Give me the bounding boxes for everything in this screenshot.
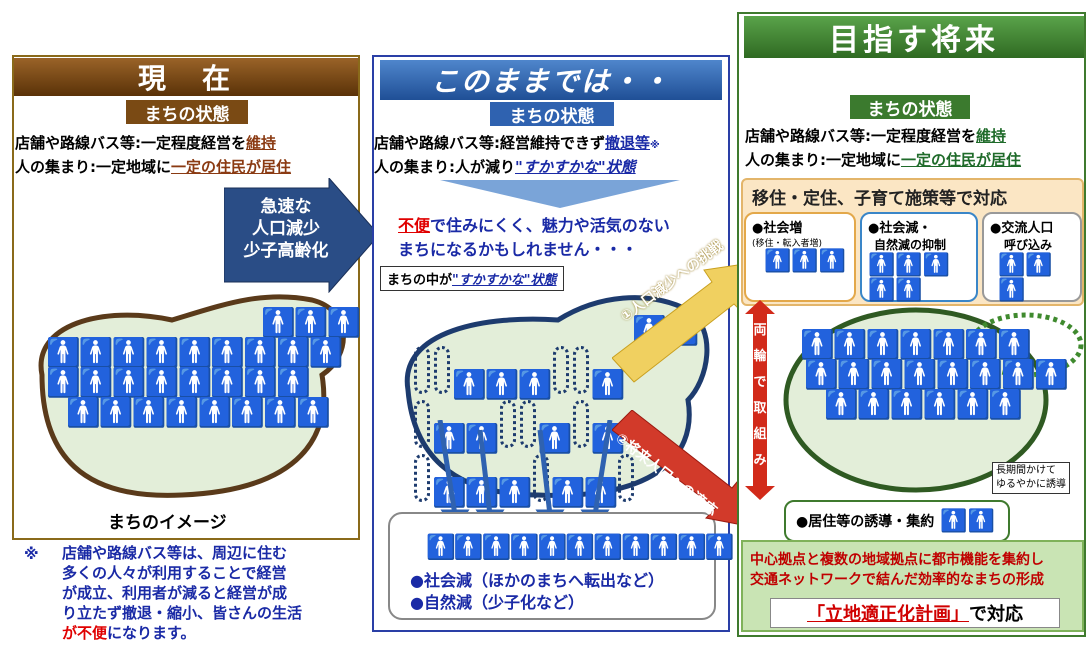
departing-people: 🚹🚹🚹🚹🚹🚹🚹🚹🚹🚹🚹 [426, 533, 735, 561]
long-term-line2: ゆるやかに誘導 [996, 479, 1066, 490]
location-plan-box: 「立地適正化計画」で対応 [770, 598, 1060, 628]
concentration-text: 中心拠点と複数の地域拠点に都市機能を集約し 交通ネットワークで結んだ効率的なまち… [750, 550, 1044, 590]
residence-box: ●居住等の誘導・集約 🚹🚹 [784, 500, 1010, 542]
concentration-line2: 交通ネットワークで結んだ効率的なまちの形成 [750, 572, 1044, 588]
target-state-label-text: まちの状態 [867, 99, 953, 120]
target-line2: 人の集まり:一定地域に一定の住民が居住 [745, 149, 1021, 170]
policy-box-2-people: 🚹🚹🚹🚹🚹 [868, 253, 951, 303]
current-state-label: まちの状態 [126, 100, 248, 125]
note-line-4: り立たず撤退・縮小、皆さんの生活 [62, 604, 303, 622]
current-people: 🚹🚹🚹 🚹🚹🚹🚹🚹🚹🚹🚹🚹 🚹🚹🚹🚹🚹🚹🚹🚹 🚹🚹🚹🚹🚹🚹🚹🚹 [46, 306, 362, 429]
current-line1-pre: 店舗や路線バス等:一定程度経営を [15, 134, 247, 152]
unchanged-line1-pre: 店舗や路線バス等:経営維持できず [374, 134, 606, 152]
current-line2-em: 一定の住民が居住 [171, 158, 292, 176]
policy-box-3-people: 🚹🚹🚹 [998, 253, 1053, 303]
target-people: 🚹🚹🚹🚹🚹🚹🚹 🚹🚹🚹🚹🚹🚹🚹🚹 🚹🚹🚹🚹🚹🚹 [800, 328, 1069, 421]
decline-box [388, 512, 716, 620]
current-state-label-text: まちの状態 [144, 104, 230, 125]
arrow-text-1: 急速な [260, 197, 312, 217]
policy-box-3-title: ●交流人口 [990, 221, 1054, 236]
target-line1-em: 維持 [976, 127, 1007, 145]
policy-title: 移住・定住、子育て施策等で対応 [752, 189, 1007, 209]
target-line1-pre: 店舗や路線バス等:一定程度経営を [745, 127, 977, 145]
policy-box-1-sub: (移住・転入者増) [752, 239, 823, 249]
both-wheels-arrow [745, 300, 775, 500]
population-decline-arrow [224, 178, 380, 293]
policy-box-social-increase: ●社会増 (移住・転入者増) 🚹🚹🚹 [744, 212, 856, 302]
current-town-blob [38, 294, 346, 498]
social-decrease: ●社会減（ほかのまちへ転出など） [410, 571, 664, 590]
arrow-text-2: 人口減少 [252, 219, 320, 239]
arrow-text-3: 少子高齢化 [243, 241, 329, 261]
current-line2: 人の集まり:一定地域に一定の住民が居住 [15, 156, 291, 177]
sparse-callout-pre: まちの中が [387, 273, 453, 288]
location-plan-rest: で対応 [969, 604, 1023, 625]
unchanged-state-label: まちの状態 [490, 102, 614, 127]
decline-list: ●社会減（ほかのまちへ転出など） ●自然減（少子化など） [410, 570, 664, 614]
wheels-char-5: 組 [753, 427, 767, 442]
warning-line2: まちになるかもしれません・・・ [398, 240, 638, 259]
wheels-char-6: み [753, 453, 767, 468]
current-header-text: 現 在 [137, 62, 234, 95]
note-line-1: 店舗や路線バス等は、周辺に住む [62, 544, 288, 562]
target-line2-em: 一定の住民が居住 [901, 151, 1022, 169]
note-line-3: が成立、利用者が減ると経営が成 [62, 584, 288, 602]
target-header-text: 目指す将来 [829, 23, 999, 58]
target-header: 目指す将来 [744, 16, 1084, 58]
warning-line1: で住みにくく、魅力や活気のない [430, 216, 670, 235]
target-line2-pre: 人の集まり:一定地域に [745, 151, 901, 169]
location-plan-em: 「立地適正化計画」 [807, 604, 969, 625]
unchanged-state-label-text: まちの状態 [509, 106, 595, 127]
unchanged-line1: 店舗や路線バス等:経営維持できず撤退等※ [374, 132, 660, 153]
policy-box-2-sub: 自然減の抑制 [874, 238, 947, 252]
unchanged-line1-em: 撤退等 [605, 134, 651, 152]
wheels-char-1: 両 [753, 323, 767, 338]
policy-box-1-people: 🚹🚹🚹 [764, 249, 847, 274]
sparse-callout-em: "すかすかな"状態 [452, 273, 557, 288]
current-line2-pre: 人の集まり:一定地域に [15, 158, 171, 176]
residence-text: ●居住等の誘導・集約 [796, 514, 935, 530]
current-town-caption: まちのイメージ [108, 513, 227, 533]
note-line-5-em: が不便 [62, 624, 108, 642]
note-text: 店舗や路線バス等は、周辺に住む 多くの人々が利用することで経営 が成立、利用者が… [62, 543, 302, 643]
wheels-char-2: 輪 [753, 349, 767, 364]
residence-people: 🚹🚹 [940, 508, 996, 534]
note-mark: ※ [24, 545, 39, 563]
policy-box-1-title: ●社会増 [752, 221, 803, 236]
long-term-line1: 長期間かけて [996, 465, 1056, 476]
unchanged-line1-mark: ※ [650, 140, 660, 151]
policy-box-3-sub: 呼び込み [1004, 238, 1053, 252]
current-line1-em: 維持 [246, 134, 277, 152]
long-term-note: 長期間かけて ゆるやかに誘導 [992, 462, 1070, 494]
concentration-line1: 中心拠点と複数の地域拠点に都市機能を集約し [750, 552, 1044, 568]
policy-box-decrease-suppression: ●社会減・ 自然減の抑制 🚹🚹🚹🚹🚹 [860, 212, 978, 303]
note-line-2: 多くの人々が利用することで経営 [62, 564, 287, 582]
current-header: 現 在 [14, 58, 358, 96]
arrow-text: 急速な 人口減少 少子高齢化 [240, 196, 332, 262]
unchanged-line2-em: "すかすかな"状態 [515, 158, 636, 176]
sparse-callout: まちの中が"すかすかな"状態 [380, 266, 564, 291]
unchanged-header: このままでは・・ [380, 60, 722, 100]
policy-box-2-title: ●社会減・ [868, 221, 932, 236]
note-line-5-rest: になります。 [107, 624, 196, 642]
target-line1: 店舗や路線バス等:一定程度経営を維持 [745, 125, 1006, 146]
unchanged-line2-pre: 人の集まり:人が減り [374, 158, 515, 176]
unchanged-line2: 人の集まり:人が減り"すかすかな"状態 [374, 156, 636, 177]
target-town-blob [783, 307, 1084, 493]
down-chevron [440, 180, 680, 208]
natural-decrease: ●自然減（少子化など） [410, 593, 584, 612]
target-state-label: まちの状態 [850, 95, 970, 120]
both-wheels-label: 両 輪 で 取 組 み [752, 318, 768, 474]
wheels-char-4: 取 [753, 401, 767, 416]
policy-box-exchange-population: ●交流人口 呼び込み 🚹🚹🚹 [982, 212, 1082, 303]
unchanged-header-text: このままでは・・ [430, 65, 671, 98]
warning-text: 不便で住みにくく、魅力や活気のない まちになるかもしれません・・・ [398, 214, 670, 262]
wheels-char-3: で [753, 375, 767, 390]
warning-em: 不便 [398, 216, 431, 235]
current-line1: 店舗や路線バス等:一定程度経営を維持 [15, 132, 276, 153]
